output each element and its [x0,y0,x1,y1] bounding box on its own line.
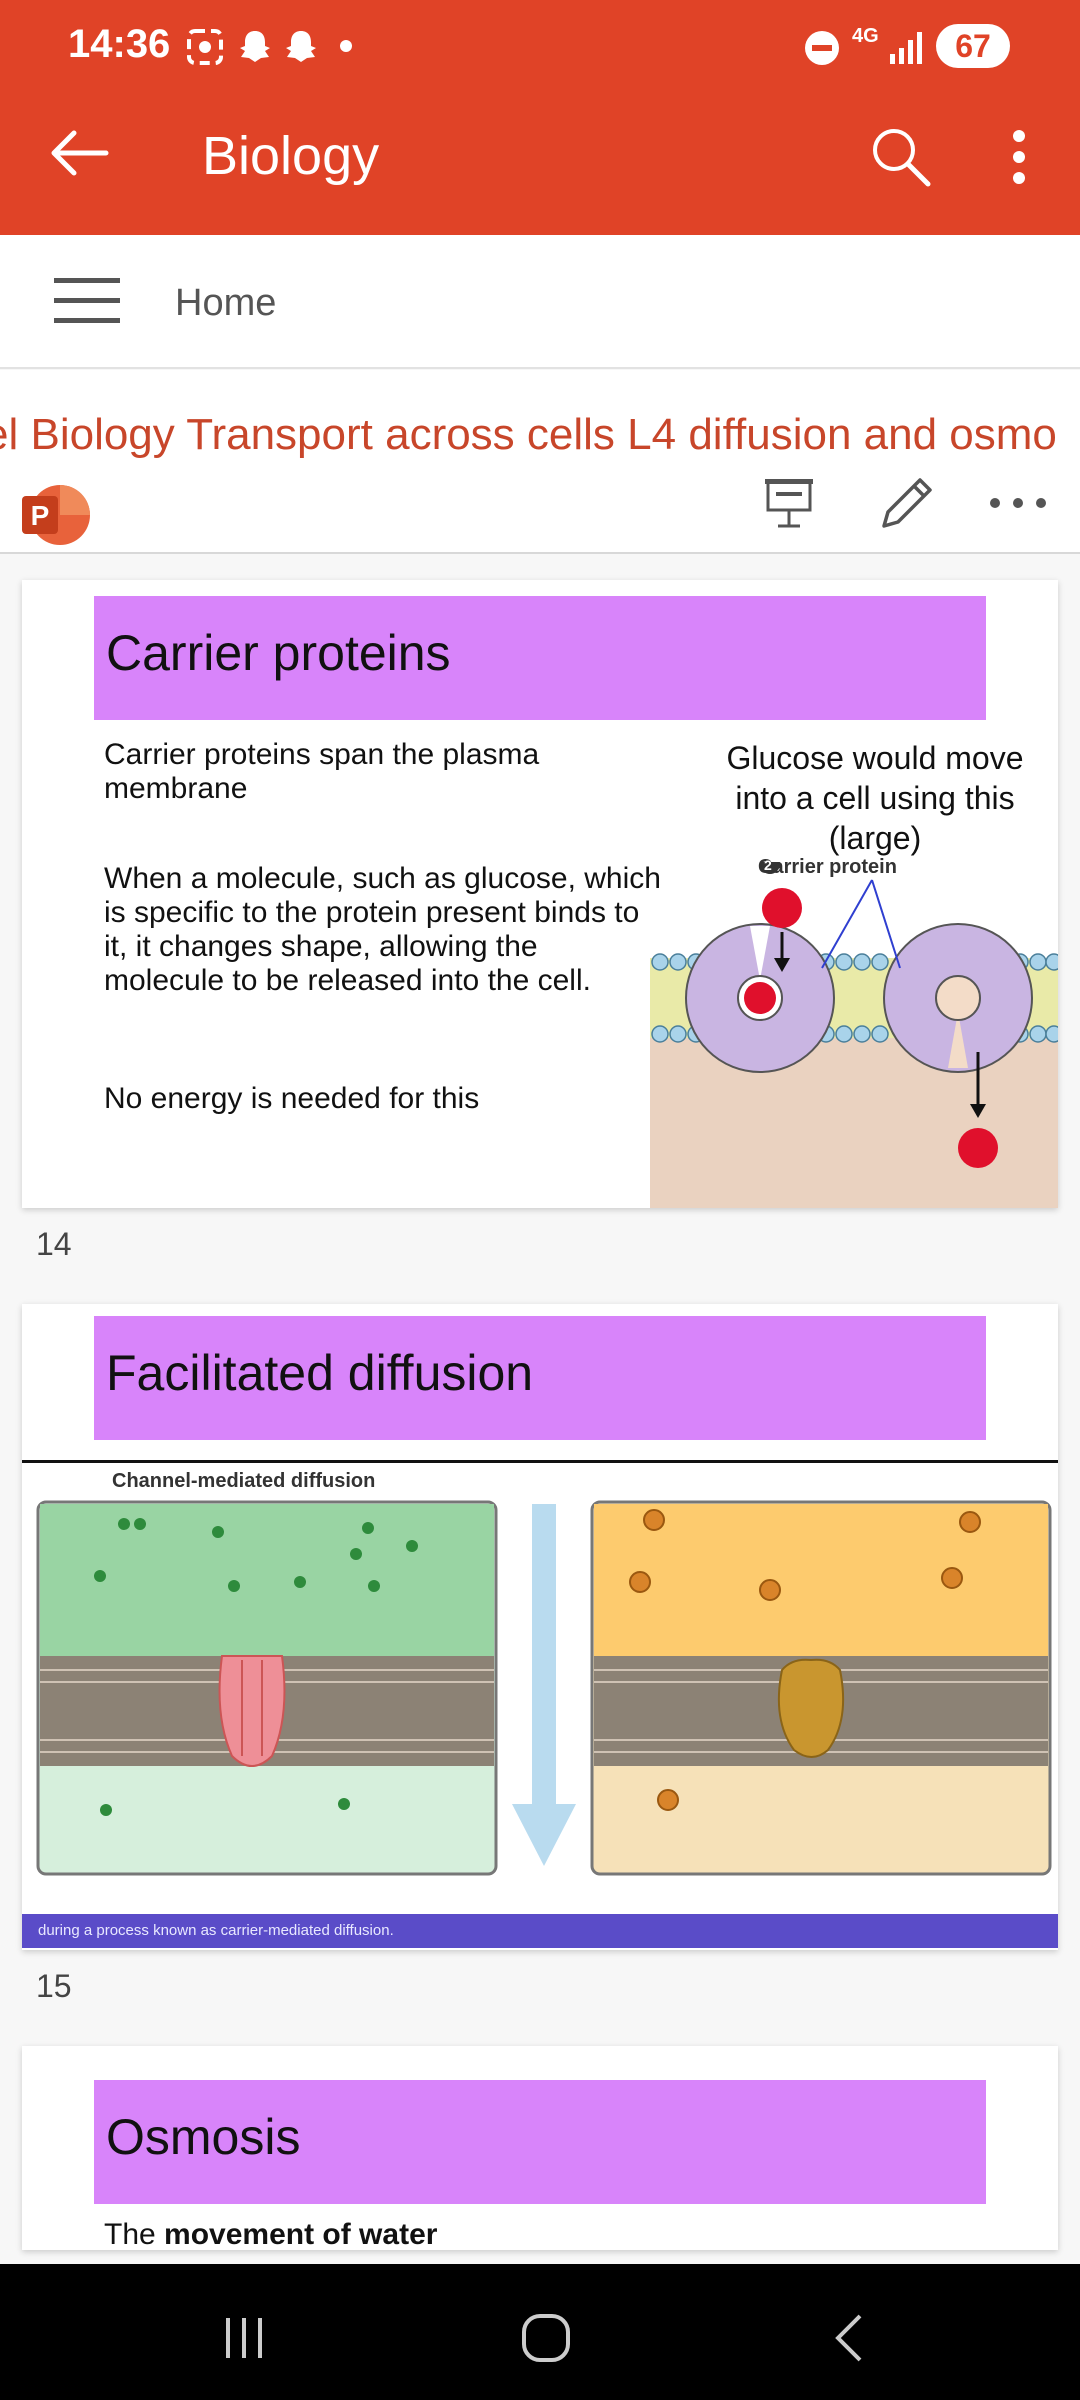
channel-diffusion-figure [22,1494,1058,1914]
recent-apps-icon[interactable] [222,2316,266,2365]
slide-title: Osmosis [106,2109,301,2165]
figure-label: Carrier protein [758,856,897,878]
back-nav-icon[interactable] [830,2312,866,2369]
more-horizontal-icon[interactable] [988,496,1048,515]
caption-bar: during a process known as carrier-mediat… [22,1914,1058,1948]
home-icon[interactable] [520,2312,572,2369]
slide-text-plain: The [104,2218,165,2250]
slide-thumbnail[interactable]: Carrier proteins Carrier proteins span t… [22,580,1058,1208]
slide-title: Facilitated diffusion [106,1345,534,1401]
slide-thumbnail[interactable]: Osmosis The movement of water [22,2046,1058,2250]
slide-number: 15 [36,1968,72,2004]
slide-paragraph: When a molecule, such as glucose, which … [104,862,661,997]
slide-paragraph: Carrier proteins span the plasma membran… [104,738,540,805]
figure-label: Channel-mediated diffusion [112,1470,376,1492]
slide-paragraph: The movement of water [104,2218,437,2250]
carrier-protein-figure [650,854,1058,1208]
app-title: Biology [202,126,380,186]
slide-title-band: Carrier proteins [94,596,986,720]
breadcrumb-home[interactable]: Home [175,282,277,324]
slide-number: 14 [36,1226,72,1262]
document-title: vel Biology Transport across cells L4 di… [0,410,1080,460]
slide-title-band: Osmosis [94,2080,986,2204]
slide-side-note: Glucose would move into a cell using thi… [726,740,1024,856]
screenshot-icon [186,28,224,71]
document-title-text: vel Biology Transport across cells L4 di… [0,410,1057,459]
more-options-icon[interactable] [1008,128,1030,191]
app-bar [0,0,1080,235]
figure-label-number: 2 [764,857,772,873]
system-nav-bar [0,2264,1080,2400]
do-not-disturb-icon [804,30,840,71]
signal-icon [888,26,928,71]
battery-indicator: 67 [936,24,1010,68]
snapchat-icon-2 [282,28,320,71]
slide-paragraph: No energy is needed for this [104,1082,480,1115]
slide-thumbnail[interactable]: Facilitated diffusion Channel-mediated d… [22,1304,1058,1950]
status-time: 14:36 [68,22,171,66]
svg-text:P: P [31,500,50,531]
slide-title-band: Facilitated diffusion [94,1316,986,1440]
menu-icon[interactable] [54,276,120,331]
powerpoint-icon: P [18,482,98,553]
slide-title: Carrier proteins [106,625,451,681]
edit-pencil-icon[interactable] [876,474,936,539]
network-type: 4G [852,25,879,47]
notification-dot-icon [340,40,352,52]
present-icon[interactable] [764,476,814,539]
search-icon[interactable] [868,124,932,193]
document-header [0,370,1080,554]
snapchat-icon [236,28,274,71]
breadcrumb [0,235,1080,369]
divider [22,1460,1058,1463]
back-arrow-icon[interactable] [50,128,110,183]
slide-text-bold: movement of water [164,2218,438,2250]
figure-caption: during a process known as carrier-mediat… [38,1922,394,1939]
